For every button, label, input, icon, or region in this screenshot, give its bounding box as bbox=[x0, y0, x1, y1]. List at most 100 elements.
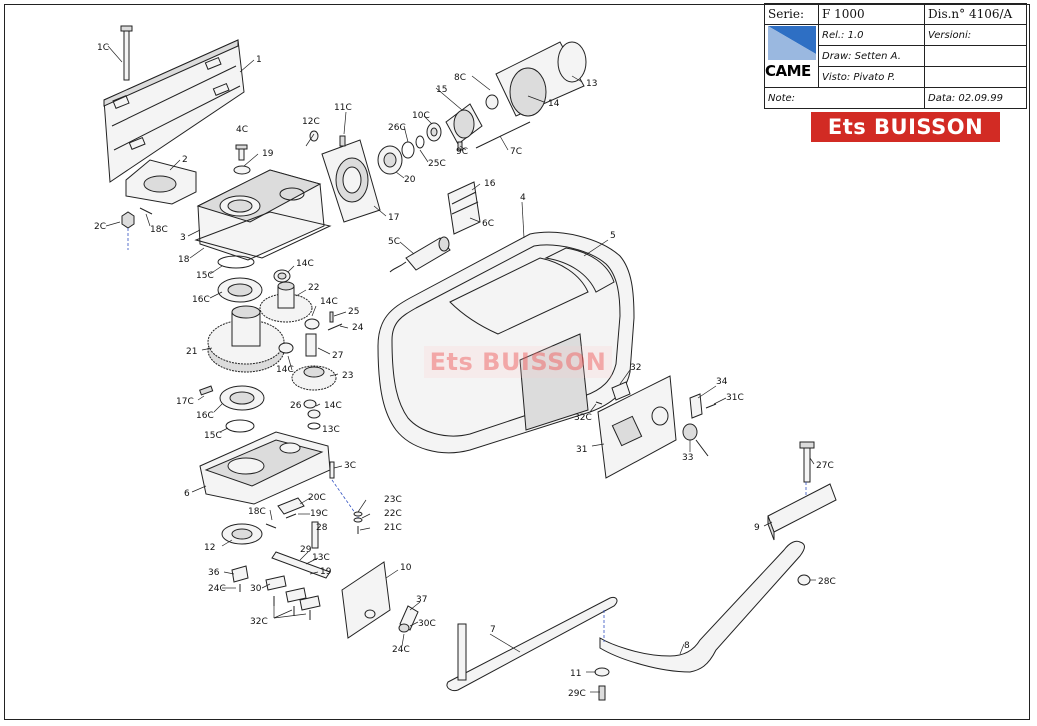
label-1: 1 bbox=[256, 55, 262, 65]
label-1c: 1C bbox=[97, 43, 109, 53]
lever-34 bbox=[689, 393, 703, 419]
label-3c: 3C bbox=[344, 461, 356, 471]
label-23: 23 bbox=[342, 371, 353, 381]
capacitor-5c bbox=[389, 236, 451, 273]
bolt-1c bbox=[120, 25, 133, 81]
release-ring bbox=[221, 523, 263, 545]
label-30c: 30C bbox=[418, 619, 436, 629]
label-7c: 7C bbox=[510, 147, 522, 157]
curved-arm-8 bbox=[599, 540, 805, 673]
motor-cover bbox=[377, 231, 635, 454]
terminal-block-16 bbox=[447, 181, 481, 235]
label-22c: 22C bbox=[384, 509, 402, 519]
screw-19c bbox=[285, 513, 297, 519]
pinion-27 bbox=[305, 333, 317, 357]
label-22: 22 bbox=[308, 283, 319, 293]
drawing-frame bbox=[4, 4, 1030, 720]
label-4c: 4C bbox=[236, 125, 248, 135]
label-25: 25 bbox=[348, 307, 359, 317]
label-16: 16 bbox=[484, 179, 496, 189]
label-15c: 15C bbox=[196, 271, 214, 281]
label-9c: 9C bbox=[456, 147, 468, 157]
label-10: 10 bbox=[400, 563, 412, 573]
screw-31c bbox=[705, 403, 717, 409]
pin-24 bbox=[327, 323, 343, 331]
label-19c: 19C bbox=[310, 509, 328, 519]
label-29c: 29C bbox=[568, 689, 586, 699]
gasket bbox=[194, 211, 332, 259]
straight-arm-7 bbox=[446, 597, 618, 691]
gear-22 bbox=[259, 281, 313, 323]
label-27c: 27C bbox=[816, 461, 834, 471]
nut-2c bbox=[121, 211, 135, 229]
label-13c: 13C bbox=[322, 425, 340, 435]
release-key-37 bbox=[398, 605, 419, 633]
label-28c: 28C bbox=[818, 577, 836, 587]
lock-cylinder-33 bbox=[682, 423, 709, 457]
label-7: 7 bbox=[490, 625, 496, 635]
came-brand-wordmark: CAME bbox=[765, 62, 811, 80]
lock-bracket-32 bbox=[611, 381, 631, 401]
label-14c-a: 14C bbox=[296, 259, 314, 269]
label-13c-b: 13C bbox=[312, 553, 330, 563]
label-8: 8 bbox=[684, 641, 690, 651]
label-14c-b: 14C bbox=[320, 297, 338, 307]
drawing-number: Dis.n° 4106/A bbox=[924, 3, 1027, 25]
label-32: 32 bbox=[630, 363, 641, 373]
label-5: 5 bbox=[610, 231, 616, 241]
label-14: 14 bbox=[548, 99, 560, 109]
bearing-14c-top bbox=[273, 269, 291, 283]
bracket-20c bbox=[277, 497, 305, 515]
screw-29c bbox=[598, 685, 606, 701]
key-25 bbox=[329, 311, 334, 323]
label-31c: 31C bbox=[726, 393, 744, 403]
release-lever-assembly bbox=[231, 551, 331, 620]
washer-22c bbox=[353, 517, 363, 523]
ring-13c bbox=[307, 422, 321, 430]
bearing-16c-upper bbox=[217, 277, 263, 303]
label-18c-b: 18C bbox=[248, 507, 266, 517]
label-29: 29 bbox=[300, 545, 312, 555]
label-24c-b: 24C bbox=[392, 645, 410, 655]
label-2c: 2C bbox=[94, 222, 106, 232]
screw-32c bbox=[595, 401, 603, 405]
label-11: 11 bbox=[570, 669, 581, 679]
label-18c: 18C bbox=[150, 225, 168, 235]
label-32c-b: 32C bbox=[250, 617, 268, 627]
label-28: 28 bbox=[316, 523, 328, 533]
label-11c: 11C bbox=[334, 103, 352, 113]
washer-26 bbox=[303, 399, 317, 409]
plug-17c bbox=[199, 385, 214, 396]
title-block: Serie: F 1000 Dis.n° 4106/A Rel.: 1.0 Ve… bbox=[764, 3, 1027, 109]
o-ring-15c bbox=[217, 255, 255, 269]
label-20: 20 bbox=[404, 175, 416, 185]
bevel-gear-23 bbox=[291, 365, 337, 391]
label-36: 36 bbox=[208, 568, 220, 578]
label-10c: 10C bbox=[412, 111, 430, 121]
rotor-15 bbox=[445, 103, 483, 145]
label-5c: 5C bbox=[388, 237, 400, 247]
washer-11 bbox=[594, 667, 610, 677]
bearing-10c bbox=[426, 122, 442, 142]
label-13: 13 bbox=[586, 79, 597, 89]
bolt-27c bbox=[799, 441, 815, 483]
label-2: 2 bbox=[182, 155, 188, 165]
label-26: 26 bbox=[290, 401, 302, 411]
label-34: 34 bbox=[716, 377, 728, 387]
o-ring-15c-lower bbox=[225, 419, 255, 433]
ring-26c bbox=[401, 141, 415, 159]
label-31: 31 bbox=[576, 445, 587, 455]
mounting-plate bbox=[103, 39, 245, 183]
label-19: 19 bbox=[262, 149, 274, 159]
screw-11c bbox=[339, 135, 346, 147]
label-6c: 6C bbox=[482, 219, 494, 229]
label-17: 17 bbox=[388, 213, 399, 223]
label-26c: 26C bbox=[388, 123, 406, 133]
label-16c-b: 16C bbox=[196, 411, 214, 421]
washer-19 bbox=[233, 165, 251, 175]
label-14c-c: 14C bbox=[276, 365, 294, 375]
label-25c: 25C bbox=[428, 159, 446, 169]
label-33: 33 bbox=[682, 453, 693, 463]
